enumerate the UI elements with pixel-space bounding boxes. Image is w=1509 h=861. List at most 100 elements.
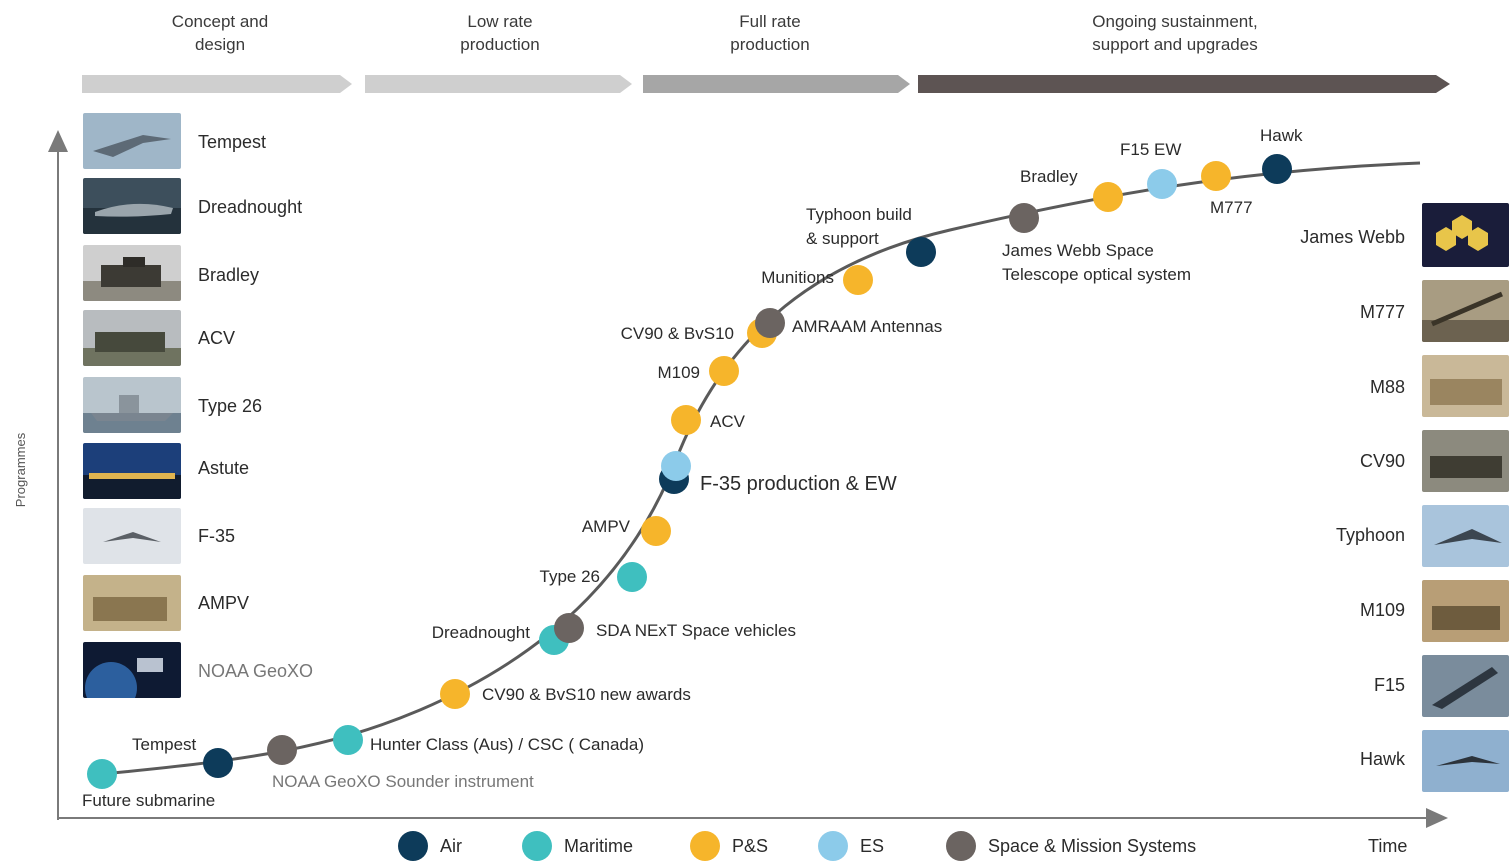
legend-label-air: Air	[440, 835, 462, 856]
curve-point-m777	[1201, 161, 1231, 191]
curve-label-cv90-bvs10: CV90 & BvS10	[621, 324, 734, 343]
curve-label-hawk: Hawk	[1260, 126, 1303, 145]
left-label-type26: Type 26	[198, 396, 263, 416]
thumb-acv-image	[83, 310, 181, 366]
thumb-m109-image	[1422, 580, 1509, 642]
curve-label-sda-next-space-vehicles: SDA NExT Space vehicles	[596, 621, 796, 640]
curve-point-sda-next-space-vehicles	[554, 613, 584, 643]
legend-item-space: Space & Mission Systems	[946, 831, 1196, 861]
right-label-james-webb: James Webb	[1300, 227, 1405, 247]
right-label-cv90: CV90	[1359, 451, 1405, 471]
curve-point-m109	[709, 356, 739, 386]
legend-label-space: Space & Mission Systems	[988, 835, 1197, 856]
right-label-m109: M109	[1359, 600, 1405, 620]
phase-label-concept: Concept and design	[171, 12, 269, 54]
legend-swatch-space	[946, 831, 976, 861]
curve-point-ampv	[641, 516, 671, 546]
thumb-typhoon-image	[1422, 505, 1509, 567]
curve-point-typhoon-build-support	[906, 237, 936, 267]
legend-label-es: ES	[860, 835, 885, 856]
curve-label-f-35-production-ew: F-35 production & EW	[700, 473, 897, 495]
left-label-dreadnought: Dreadnought	[198, 197, 303, 217]
curve-label-typhoon-build-support: Typhoon build& support	[806, 205, 912, 248]
legend-swatch-es	[818, 831, 848, 861]
curve-label-tempest: Tempest	[132, 735, 197, 754]
curve-label-bradley: Bradley	[1020, 167, 1078, 186]
right-label-m777: M777	[1359, 302, 1405, 322]
curve-label-cv90-bvs10-new-awards: CV90 & BvS10 new awards	[482, 685, 691, 704]
thumb-f35-image	[83, 508, 181, 564]
thumb-m777-image	[1422, 280, 1509, 342]
legend-swatch-maritime	[522, 831, 552, 861]
curve-point-cv90-bvs10-new-awards	[440, 679, 470, 709]
curve-point-amraam-antennas	[755, 308, 785, 338]
phase-arrow-sustainment	[918, 75, 1450, 93]
thumb-cv90-image	[1422, 430, 1509, 492]
curve-point-hawk	[1262, 154, 1292, 184]
phase-arrows	[82, 75, 1450, 93]
left-label-bradley: Bradley	[198, 265, 260, 285]
thumb-james-webb-image	[1422, 203, 1509, 267]
phase-arrow-concept	[82, 75, 352, 93]
left-label-tempest: Tempest	[198, 132, 267, 152]
x-axis-label: Time	[1368, 836, 1407, 856]
left-label-acv: ACV	[198, 328, 236, 348]
curve-label-acv: ACV	[710, 412, 746, 431]
curve-label-f15-ew: F15 EW	[1120, 140, 1181, 159]
left-label-astute: Astute	[198, 458, 250, 478]
legend-swatch-ps	[690, 831, 720, 861]
curve-point-f15-ew	[1147, 169, 1177, 199]
curve-label-amraam-antennas: AMRAAM Antennas	[792, 317, 942, 336]
curve-label-type-26: Type 26	[540, 567, 601, 586]
right-label-f15: F15	[1373, 675, 1405, 695]
y-axis-label: Programmes	[13, 432, 28, 507]
curve-label-future-submarine: Future submarine	[82, 791, 215, 810]
curve-label-m109: M109	[657, 363, 700, 382]
thumb-tempest-image	[83, 113, 181, 169]
left-label-f35: F-35	[198, 526, 236, 546]
curve-label-dreadnought: Dreadnought	[432, 623, 531, 642]
curve-point-munitions	[843, 265, 873, 295]
curve-point-es-10	[661, 451, 691, 481]
legend-item-ps: P&S	[690, 831, 768, 861]
thumb-hawk-image	[1422, 730, 1509, 792]
legend-label-ps: P&S	[732, 835, 769, 856]
phase-label-full-rate: Full rate production	[730, 12, 810, 54]
x-axis-arrowhead	[1426, 808, 1448, 828]
curve-point-james-webb-space-telescope-optical-system	[1009, 203, 1039, 233]
curve-label-noaa-geoxo-sounder-instrument: NOAA GeoXO Sounder instrument	[272, 772, 534, 791]
curve-point-tempest	[203, 748, 233, 778]
thumb-f15-image	[1422, 655, 1509, 717]
legend-swatch-air	[398, 831, 428, 861]
curve-label-m777: M777	[1210, 198, 1253, 217]
left-label-noaa-geoxo: NOAA GeoXO	[198, 661, 314, 681]
thumb-type26-image	[83, 377, 181, 433]
lifecycle-curve	[101, 161, 1421, 776]
curve-point-hunter-class-aus-csc-canada	[333, 725, 363, 755]
thumb-noaa-geoxo-image	[83, 642, 181, 698]
right-label-m88: M88	[1369, 377, 1405, 397]
phase-arrow-low-rate	[365, 75, 632, 93]
curve-point-acv	[671, 405, 701, 435]
right-label-hawk: Hawk	[1359, 749, 1405, 769]
phase-label-sustainment: Ongoing sustainment, support and upgrade…	[1092, 12, 1258, 54]
curve-point-future-submarine	[87, 759, 117, 789]
legend-item-maritime: Maritime	[522, 831, 633, 861]
thumb-dreadnought-image	[83, 178, 181, 234]
legend-item-air: Air	[398, 831, 462, 861]
legend-label-maritime: Maritime	[564, 835, 634, 856]
curve-label-hunter-class-aus-csc-canada: Hunter Class (Aus) / CSC ( Canada)	[370, 735, 644, 754]
curve-point-type-26	[617, 562, 647, 592]
right-label-typhoon: Typhoon	[1335, 525, 1405, 545]
thumb-bradley-image	[83, 245, 181, 301]
thumb-m88-image	[1422, 355, 1509, 417]
curve-label-munitions: Munitions	[761, 268, 834, 287]
thumb-astute-image	[83, 443, 181, 499]
y-axis-arrowhead	[48, 130, 68, 152]
phase-arrow-full-rate	[643, 75, 910, 93]
curve-label-ampv: AMPV	[582, 517, 631, 536]
legend-item-es: ES	[818, 831, 884, 861]
left-label-ampv: AMPV	[198, 593, 250, 613]
